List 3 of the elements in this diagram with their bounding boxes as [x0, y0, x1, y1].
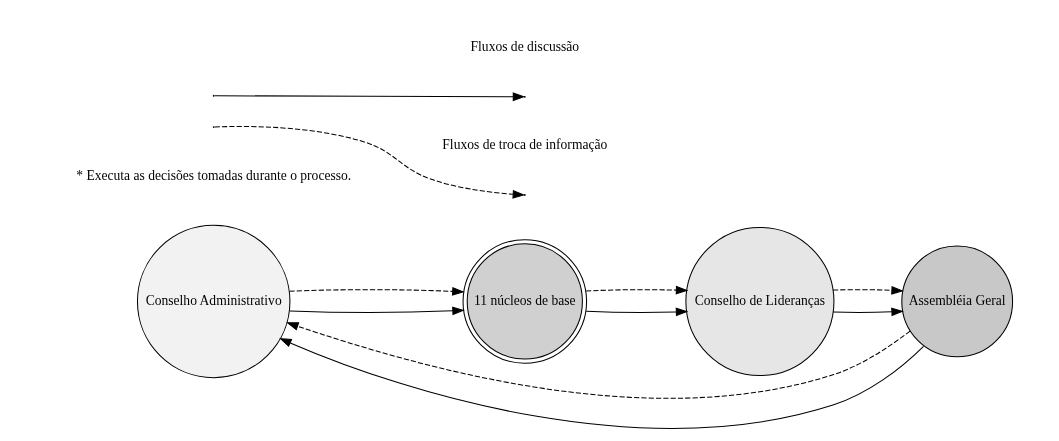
label: * Executa as decisões tomadas durante o processo.	[75, 167, 351, 183]
legend-label: Fluxos de discussão	[470, 39, 579, 55]
legend-label: Fluxos de troca de informação	[441, 137, 607, 153]
